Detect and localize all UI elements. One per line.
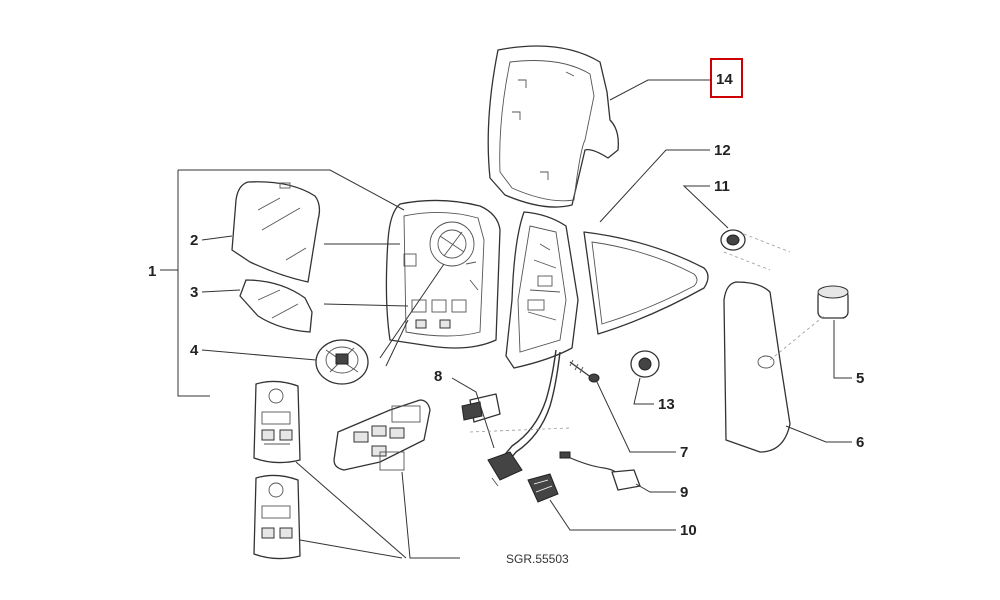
part-cap[interactable] (817, 285, 849, 319)
part-switch-small-lower[interactable] (253, 474, 301, 560)
callout-1: 1 (148, 263, 156, 280)
callout-labels: 1 2 3 4 5 6 7 8 9 10 11 12 13 14 SGR.555… (148, 58, 864, 566)
part-mirror-cover[interactable] (487, 45, 619, 208)
callout-9: 9 (680, 484, 688, 501)
part-connector[interactable] (461, 393, 501, 423)
callout-7: 7 (680, 444, 688, 461)
callout-8: 8 (434, 368, 442, 385)
callout-14-highlight-box (710, 58, 743, 98)
callout-13: 13 (658, 396, 675, 413)
part-wiring-harness[interactable] (487, 349, 561, 487)
part-grommet[interactable] (720, 229, 791, 271)
part-mirror-housing[interactable] (385, 199, 501, 349)
callout-6: 6 (856, 434, 864, 451)
part-sensor-cable[interactable] (559, 451, 641, 491)
part-plug[interactable] (527, 473, 559, 503)
callout-5: 5 (856, 370, 864, 387)
reference-code: SGR.55503 (506, 552, 569, 566)
part-mirror-bracket[interactable] (505, 211, 579, 369)
callout-2: 2 (190, 232, 198, 249)
part-switch-panel[interactable] (333, 399, 431, 471)
part-clip[interactable] (630, 350, 660, 378)
callout-12: 12 (714, 142, 731, 159)
part-mirror-glass-upper[interactable] (231, 181, 321, 283)
leader-lines (160, 79, 852, 559)
part-mirror-glass-lower[interactable] (239, 279, 313, 333)
part-triangle-trim[interactable] (583, 231, 709, 335)
part-screw[interactable] (569, 359, 600, 383)
callout-10: 10 (680, 522, 697, 539)
callout-4: 4 (190, 342, 199, 359)
part-motor-actuator[interactable] (315, 339, 369, 385)
callout-3: 3 (190, 284, 198, 301)
callout-14: 14 (716, 71, 733, 88)
part-side-panel[interactable] (723, 281, 825, 453)
part-switch-small-upper[interactable] (253, 380, 301, 464)
callout-11: 11 (714, 178, 730, 195)
